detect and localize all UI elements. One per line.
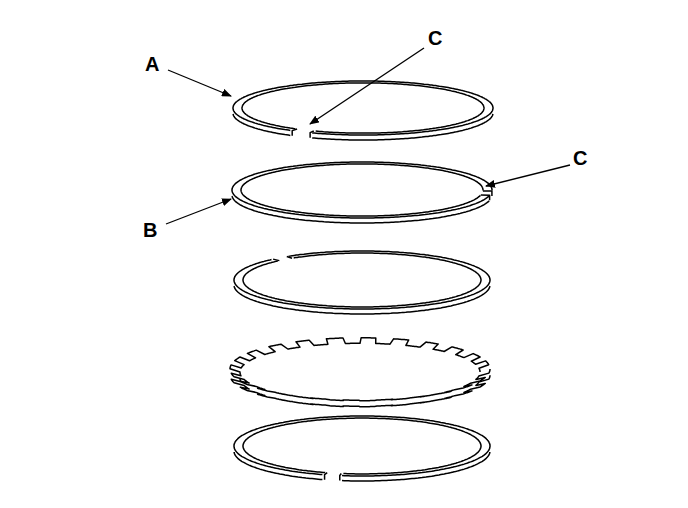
ring-edge: [234, 416, 490, 476]
ring-edge: [234, 452, 490, 481]
ring-gap-end: [273, 259, 279, 260]
leader-line: [168, 70, 231, 96]
ring-gap-end: [310, 131, 314, 138]
part-letter: A: [145, 54, 159, 74]
leader-line: [166, 199, 231, 224]
ring-edge: [232, 196, 489, 223]
leader-line: [486, 165, 570, 186]
part-letter: B: [143, 220, 157, 240]
ring-gap-end: [292, 129, 297, 136]
part-letter: C: [573, 148, 587, 168]
ring-edge: [232, 162, 492, 218]
ring-edge: [242, 83, 484, 133]
expander-edge: [230, 338, 490, 401]
ring-gap-end: [325, 473, 328, 480]
ring-gap-end: [481, 195, 490, 200]
ring-gap-end: [287, 257, 292, 259]
ring-edge: [234, 251, 490, 309]
leader-line: [310, 48, 424, 124]
expander-edge: [231, 375, 490, 407]
ring-edge: [233, 114, 493, 140]
part-letter: C: [428, 28, 442, 48]
ring-edge: [241, 164, 483, 216]
ring-gap-end: [340, 473, 342, 480]
ring-edge: [234, 286, 490, 314]
ring-edge: [243, 253, 481, 307]
ring-edge: [243, 418, 481, 474]
